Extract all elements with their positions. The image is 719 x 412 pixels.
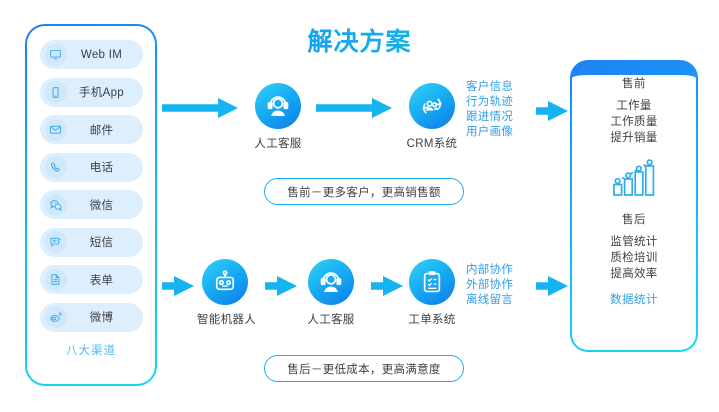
node-label: CRM系统	[406, 138, 458, 150]
feature-line: 内部协作	[466, 264, 514, 276]
channel-item-web-im[interactable]: Web IM	[39, 40, 143, 69]
results-aftersales-line: 监管统计	[610, 236, 658, 248]
arrow-robot-to-agent	[265, 275, 297, 297]
headset-agent-icon	[308, 259, 354, 305]
channel-label: Web IM	[80, 48, 123, 61]
channel-label: 短信	[89, 237, 114, 249]
channel-label: 微博	[89, 312, 114, 324]
results-presales-line: 提升销量	[610, 132, 658, 144]
envelope-icon	[44, 118, 67, 141]
feature-line: 行为轨迹	[466, 96, 514, 108]
results-panel: 售前 工作量 工作质量 提升销量 售后 监管统计 质检培训 提高效率 数据统计	[570, 60, 698, 352]
feature-line: 用户画像	[466, 126, 514, 138]
arrow-agent-to-ticket	[371, 275, 403, 297]
form-document-icon	[44, 268, 67, 291]
channel-item-weibo[interactable]: 微博	[39, 302, 143, 332]
page-title: 解决方案	[0, 22, 719, 58]
presales-feature-list: 客户信息 行为轨迹 跟进情况 用户画像	[466, 80, 513, 140]
node-label: 人工客服	[307, 314, 355, 326]
results-aftersales-heading: 售后	[622, 214, 646, 226]
headset-agent-icon	[255, 83, 301, 129]
node-label: 智能机器人	[197, 314, 256, 326]
presales-summary-pill: 售前－更多客户，更高销售额	[264, 178, 464, 205]
results-footer-label: 数据统计	[610, 294, 658, 306]
node-label: 人工客服	[254, 138, 302, 150]
aftersales-feature-list: 内部协作 外部协作 离线留言	[466, 263, 513, 308]
feature-line: 离线留言	[466, 294, 514, 306]
channel-item-telephone[interactable]: 电话	[39, 152, 143, 182]
feature-line: 外部协作	[466, 279, 514, 291]
channel-item-form[interactable]: 表单	[39, 265, 143, 294]
aftersales-summary-pill: 售后－更低成本，更高满意度	[264, 355, 464, 382]
results-aftersales-line: 提高效率	[610, 268, 658, 280]
node-crm-system[interactable]: CRM系统	[404, 83, 460, 151]
results-presales-line: 工作质量	[610, 116, 658, 128]
node-label: 工单系统	[408, 314, 456, 326]
channel-item-mobile-app[interactable]: 手机App	[39, 77, 143, 107]
weibo-icon	[44, 306, 67, 328]
channel-item-wechat[interactable]: 微信	[39, 190, 143, 219]
arrow-aftersales-to-results	[536, 275, 568, 297]
robot-icon	[202, 259, 248, 305]
monitor-icon	[44, 43, 67, 66]
arrow-agent-to-crm	[316, 97, 392, 119]
node-smart-robot[interactable]: 智能机器人	[197, 259, 256, 327]
channel-label: 电话	[89, 162, 114, 174]
node-ticket-system[interactable]: 工单系统	[404, 259, 460, 327]
telephone-icon	[44, 156, 67, 178]
channel-label: 微信	[89, 199, 114, 212]
wechat-icon	[44, 193, 67, 216]
channel-label: 表单	[89, 274, 114, 287]
results-presales-line: 工作量	[616, 100, 652, 112]
results-aftersales-line: 质检培训	[610, 252, 658, 264]
bar-line-growth-icon	[611, 157, 657, 202]
feature-line: 客户信息	[466, 81, 514, 93]
arrow-channels-to-robot	[162, 275, 194, 297]
feature-line: 跟进情况	[466, 111, 514, 123]
sms-bubble-icon	[44, 231, 67, 253]
channel-label: 手机App	[79, 87, 124, 99]
clipboard-ticket-icon	[409, 259, 455, 305]
channel-item-email[interactable]: 邮件	[39, 115, 143, 144]
node-human-agent-aftersales[interactable]: 人工客服	[303, 259, 359, 327]
arrow-channels-to-agent	[162, 97, 238, 119]
channel-list: Web IM 手机App 邮件 电话	[25, 24, 157, 386]
node-human-agent-presales[interactable]: 人工客服	[250, 83, 306, 151]
channels-footer-label: 八大渠道	[66, 345, 116, 357]
crm-people-cycle-icon	[409, 83, 455, 129]
mobile-phone-icon	[44, 81, 67, 103]
channel-item-sms[interactable]: 短信	[39, 227, 143, 257]
results-presales-heading: 售前	[622, 78, 646, 90]
arrow-presales-to-results	[536, 100, 568, 122]
channel-label: 邮件	[89, 124, 114, 137]
